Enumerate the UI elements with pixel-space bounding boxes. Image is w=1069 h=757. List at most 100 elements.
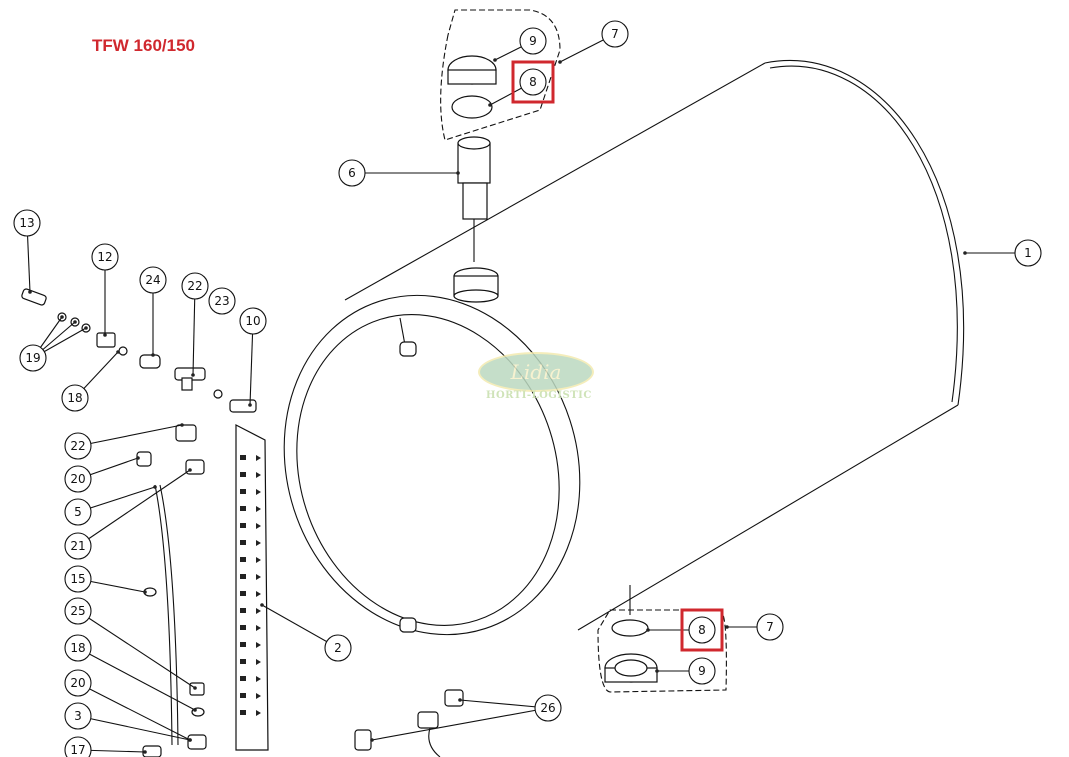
callout-13: 13 xyxy=(13,209,41,237)
callout-12: 12 xyxy=(91,243,119,271)
leader-dot xyxy=(143,750,147,754)
callout-5: 5 xyxy=(64,498,92,526)
callout-label: 20 xyxy=(70,472,85,486)
callout-label: 20 xyxy=(70,676,85,690)
callout-label: 22 xyxy=(187,279,202,293)
callout-26: 26 xyxy=(534,694,562,722)
gauge-arrow xyxy=(256,557,261,563)
callout-1: 1 xyxy=(1014,239,1042,267)
callout-7: 7 xyxy=(601,20,629,48)
leader-line xyxy=(192,285,196,376)
callout-label: 8 xyxy=(529,75,537,89)
leader-dot xyxy=(488,103,492,107)
bottom-fitting-group xyxy=(597,585,727,693)
gauge-mark xyxy=(240,676,246,681)
leader-line xyxy=(77,682,191,741)
callout-6: 6 xyxy=(338,159,366,187)
leader-dot xyxy=(248,403,252,407)
leader-dot xyxy=(136,456,140,460)
callout-label: 1 xyxy=(1024,246,1032,260)
leader-line xyxy=(459,699,549,709)
gauge-mark xyxy=(240,625,246,630)
leader-dot xyxy=(116,350,120,354)
gauge-mark xyxy=(240,693,246,698)
callout-9: 9 xyxy=(519,27,547,55)
logo-name: Lidia xyxy=(510,360,562,384)
callout-20: 20 xyxy=(64,465,92,493)
gauge-mark xyxy=(240,608,246,613)
gauge-arrow xyxy=(256,472,261,478)
gauge-arrow xyxy=(256,455,261,461)
leader-dot xyxy=(646,628,650,632)
gauge-arrow xyxy=(256,523,261,529)
callout-label: 8 xyxy=(698,623,706,637)
gauge-arrow xyxy=(256,625,261,631)
callout-label: 2 xyxy=(334,641,342,655)
gauge-arrow xyxy=(256,489,261,495)
gauge-arrow xyxy=(256,710,261,716)
gauge-arrow xyxy=(256,642,261,648)
callout-20: 20 xyxy=(64,669,92,697)
callout-7: 7 xyxy=(756,613,784,641)
callout-label: 18 xyxy=(67,391,82,405)
leader-dot xyxy=(558,60,562,64)
small-parts xyxy=(21,288,464,757)
gauge-mark xyxy=(240,540,246,545)
leader-dot xyxy=(458,698,462,702)
leader-line xyxy=(371,707,549,741)
callout-23: 23 xyxy=(208,287,236,315)
leader-line xyxy=(77,469,191,547)
leader-dot xyxy=(493,58,497,62)
gauge-arrow xyxy=(256,506,261,512)
callout-18: 18 xyxy=(61,384,89,412)
callout-18: 18 xyxy=(64,634,92,662)
leader-dot xyxy=(188,468,192,472)
gauge-arrow xyxy=(256,608,261,614)
leader-line xyxy=(77,424,183,447)
leader-dot xyxy=(193,708,197,712)
callout-2: 2 xyxy=(324,634,352,662)
leader-line xyxy=(77,610,196,689)
callout-label: 17 xyxy=(70,743,85,757)
gauge-arrow xyxy=(256,591,261,597)
leader-dot xyxy=(84,326,88,330)
leader-line xyxy=(249,320,254,406)
leader-dot xyxy=(655,669,659,673)
callout-label: 15 xyxy=(70,572,85,586)
leader-dot xyxy=(188,738,192,742)
callout-22: 22 xyxy=(181,272,209,300)
callout-label: 18 xyxy=(70,641,85,655)
leader-line xyxy=(77,715,191,741)
leader-dot xyxy=(73,320,77,324)
leader-line xyxy=(77,647,196,711)
leader-dot xyxy=(180,423,184,427)
callout-24: 24 xyxy=(139,266,167,294)
top-fitting-group xyxy=(440,9,561,262)
callout-8: 8 xyxy=(511,60,555,104)
leader-dot xyxy=(193,686,197,690)
gauge-arrow xyxy=(256,693,261,699)
gauge-mark xyxy=(240,472,246,477)
callout-25: 25 xyxy=(64,597,92,625)
callout-3: 3 xyxy=(64,702,92,730)
highlight-box xyxy=(680,608,724,652)
callout-label: 24 xyxy=(145,273,160,287)
callout-22: 22 xyxy=(64,432,92,460)
callout-label: 10 xyxy=(245,314,260,328)
gauge-mark xyxy=(240,710,246,715)
tank-body xyxy=(283,60,965,636)
leader-dot xyxy=(143,590,147,594)
callout-label: 9 xyxy=(698,664,706,678)
callout-19: 19 xyxy=(19,344,47,372)
leader-dot xyxy=(153,485,157,489)
callout-label: 26 xyxy=(540,701,555,715)
callout-label: 7 xyxy=(611,27,619,41)
gauge-arrow xyxy=(256,574,261,580)
leader-dot xyxy=(60,315,64,319)
gauge-arrow xyxy=(256,676,261,682)
callout-label: 22 xyxy=(70,439,85,453)
gauge-mark xyxy=(240,523,246,528)
watermark-logo: Lidia xyxy=(478,352,594,392)
callout-label: 23 xyxy=(214,294,229,308)
